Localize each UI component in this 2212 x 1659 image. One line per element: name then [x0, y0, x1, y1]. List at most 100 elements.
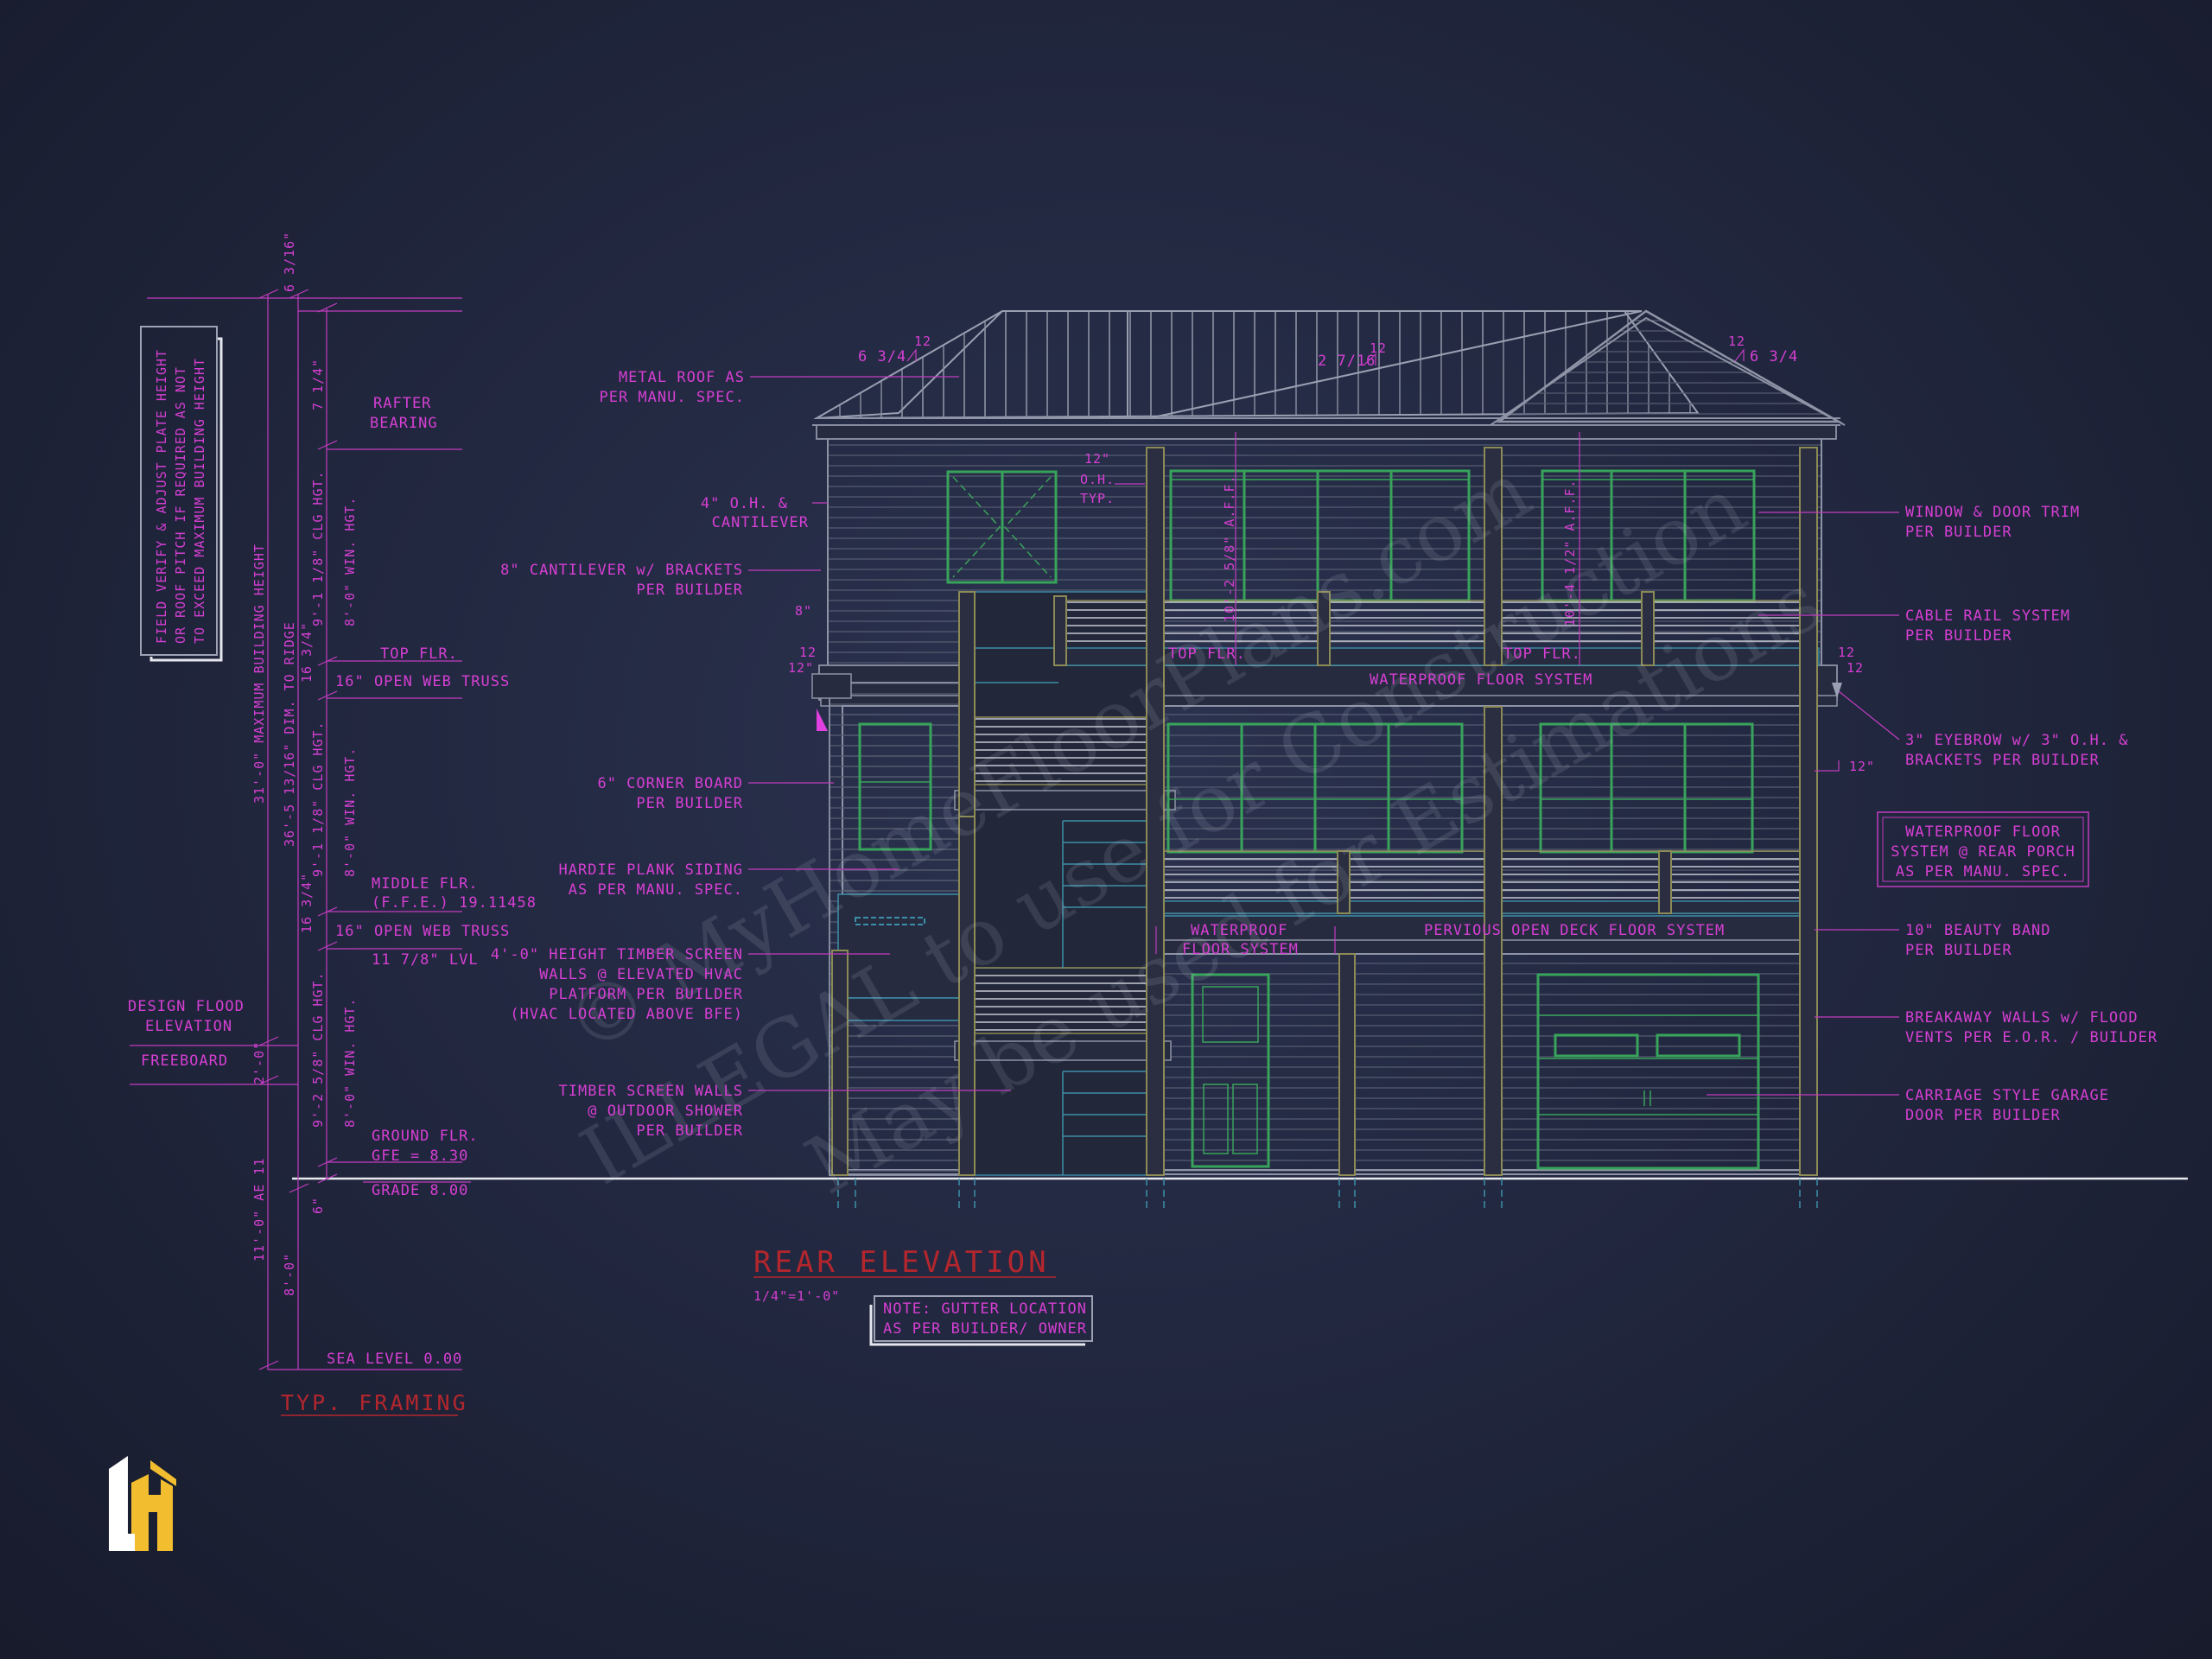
right-callouts: WINDOW & DOOR TRIM PER BUILDER CABLE RAI… [1877, 504, 2158, 1124]
pitch-marks: 6 3/4 12 2 7/16 12 6 3/4 12 12" O.H. TYP… [788, 334, 1874, 774]
label-left-labels-rafter-bearing-1: BEARING [370, 415, 438, 432]
label-left-labels-rafter-bearing-0: RAFTER [373, 395, 431, 412]
label-drawing-note-0: NOTE: GUTTER LOCATION [883, 1300, 1087, 1318]
label-callouts-right-waterproof-box-2: AS PER MANU. SPEC. [1896, 863, 2070, 880]
label-dimensions-pitch-mid: 2 7/16 [1318, 353, 1376, 370]
label-callouts-left-timber-walls-2: PER BUILDER [636, 1122, 743, 1140]
label-dimensions-lower-truss: 16 3/4" [299, 873, 315, 933]
label-callouts-right-window-trim-1: PER BUILDER [1905, 524, 2012, 541]
label-inline-labels-pervious: PERVIOUS OPEN DECK FLOOR SYSTEM [1424, 922, 1725, 939]
label-dimensions-oh-top-0: 12" [1084, 451, 1110, 467]
label-drawing-framing-title: TYP. FRAMING [281, 1390, 468, 1415]
label-inline-labels-waterproof-lower-1: FLOOR SYSTEM [1182, 941, 1299, 958]
left-callouts: METAL ROOF AS PER MANU. SPEC. 4" O.H. & … [491, 369, 809, 1140]
label-dimensions-upper-truss: 16 3/4" [299, 622, 315, 683]
label-left-labels-grade: GRADE 8.00 [372, 1182, 468, 1199]
dimension-text: 31'-0" MAXIMUM BUILDING HEIGHT 36'-5 13/… [251, 232, 358, 1296]
label-dimensions-oh-top-1: O.H. [1080, 472, 1115, 487]
label-callouts-left-corner-board-1: PER BUILDER [636, 795, 743, 812]
label-dimensions-base: 6" [310, 1197, 326, 1214]
label-callouts-left-timber-walls-1: @ OUTDOOR SHOWER [588, 1103, 743, 1120]
label-callouts-right-garage-door-1: DOOR PER BUILDER [1905, 1107, 2061, 1124]
label-dimensions-ae: 11'-0" AE 11 [251, 1158, 267, 1262]
label-dimensions-overall: 31'-0" MAXIMUM BUILDING HEIGHT [251, 543, 267, 804]
drawing-scale: 1/4"=1'-0" [753, 1288, 840, 1304]
label-callouts-right-cable-rail-0: CABLE RAIL SYSTEM [1905, 607, 2070, 625]
label-inline-labels-top-flr-a: TOP FLR. [1168, 645, 1246, 663]
label-callouts-left-metal-roof-1: PER MANU. SPEC. [599, 389, 745, 406]
label-dimensions-pitch-unit: 12 [1370, 340, 1387, 356]
label-dimensions-pitch-right: 6 3/4 [1750, 348, 1798, 365]
label-dimensions-lower-pitch: 12 [799, 645, 817, 660]
inline-labels: TOP FLR. TOP FLR. WATERPROOF FLOOR SYSTE… [1155, 645, 1725, 958]
label-callouts-left-timber-screen-2: PLATFORM PER BUILDER [549, 986, 743, 1003]
brand-logo [109, 1456, 176, 1551]
right-leaders [1707, 512, 1900, 1096]
label-dimensions-to-ridge: 36'-5 13/16" DIM. TO RIDGE [282, 621, 297, 847]
garage-door [1536, 973, 1760, 1170]
label-callouts-right-waterproof-box-0: WATERPROOF FLOOR [1905, 823, 2061, 841]
piles [837, 1179, 1818, 1210]
level-labels: RAFTER BEARING TOP FLR. 16" OPEN WEB TRU… [128, 395, 537, 1416]
label-left-labels-truss-lower: 16" OPEN WEB TRUSS [335, 923, 510, 940]
label-dimensions-ground-clg: 9'-2 5/8" CLG HGT. [310, 971, 326, 1128]
label-left-labels-design-flood-1: ELEVATION [145, 1018, 232, 1035]
label-dimensions-upper-clg: 9'-1 1/8" CLG HGT. [310, 470, 326, 626]
label-dimensions-below-grade: 8'-0" [282, 1253, 297, 1296]
label-left-labels-middle-flr-1: (F.F.E.) 19.11458 [372, 894, 537, 912]
label-callouts-right-eyebrow-1: BRACKETS PER BUILDER [1905, 752, 2100, 769]
label-callouts-left-timber-screen-0: 4'-0" HEIGHT TIMBER SCREEN [491, 946, 743, 963]
label-drawing-note-1: AS PER BUILDER/ OWNER [883, 1320, 1087, 1338]
label-dimensions-pitch-unit: 12 [914, 334, 931, 349]
label-left-labels-design-flood-0: DESIGN FLOOD [128, 998, 245, 1015]
label-callouts-right-beauty-band-1: PER BUILDER [1905, 942, 2012, 959]
label-left-labels-ground-flr-0: GROUND FLR. [372, 1128, 479, 1145]
label-callouts-left-cantilever-brackets-1: PER BUILDER [636, 582, 743, 599]
label-inline-labels-top-flr-b: TOP FLR. [1503, 645, 1581, 663]
label-callouts-left-oh-cantilever-0: 4" O.H. & [701, 495, 788, 512]
label-callouts-left-timber-walls-0: TIMBER SCREEN WALLS [559, 1083, 743, 1100]
label-callouts-right-waterproof-box-1: SYSTEM @ REAR PORCH [1891, 843, 2075, 861]
label-callouts-left-metal-roof-0: METAL ROOF AS [619, 369, 745, 386]
field-verify-note: FIELD VERIFY & ADJUST PLATE HEIGHT OR RO… [140, 326, 223, 662]
label-left-labels-lvl: 11 7/8" LVL [372, 951, 479, 969]
label-dimensions-head-upper-right: 10'-4 1/2" A.F.F. [1562, 479, 1578, 626]
label-callouts-left-hardie-1: AS PER MANU. SPEC. [569, 881, 743, 899]
label-left-labels-freeboard: FREEBOARD [141, 1052, 228, 1070]
label-callouts-left-corner-board-0: 6" CORNER BOARD [597, 775, 743, 792]
label-dimensions-top-gap: 6 3/16" [282, 232, 297, 292]
label-dimensions-cant-12: 12" [788, 660, 814, 676]
window [858, 722, 932, 851]
entry-door [1191, 973, 1270, 1168]
label-callouts-right-breakaway-1: VENTS PER E.O.R. / BUILDER [1905, 1029, 2158, 1046]
label-left-labels-ground-flr-1: GFE = 8.30 [372, 1147, 468, 1165]
label-dimensions-middle-clg: 9'-1 1/8" CLG HGT. [310, 721, 326, 877]
label-inline-labels-waterproof-upper: WATERPROOF FLOOR SYSTEM [1370, 671, 1592, 689]
label-callouts-right-eyebrow-0: 3" EYEBROW w/ 3" O.H. & [1905, 732, 2128, 749]
label-dimensions-oh-top-2: TYP. [1080, 491, 1115, 506]
label-dimensions-cant-8: 8" [795, 603, 812, 619]
label-callouts-left-oh-cantilever-1: CANTILEVER [712, 514, 809, 531]
label-callouts-right-cable-rail-1: PER BUILDER [1905, 627, 2012, 645]
label-left-labels-truss-upper: 16" OPEN WEB TRUSS [335, 673, 510, 690]
label-dimensions-freeboard-dim: 2'-0" [251, 1041, 267, 1084]
deck-posts [831, 447, 1818, 1176]
openings [858, 469, 1760, 1170]
label-dimensions-rafter: 7 1/4" [310, 359, 326, 410]
label-callouts-right-breakaway-0: BREAKAWAY WALLS w/ FLOOD [1905, 1009, 2139, 1027]
label-dimensions-head-upper: 10'-2 5/8" A.F.F. [1222, 474, 1237, 622]
label-left-labels-middle-flr-0: MIDDLE FLR. [372, 875, 479, 893]
label-left-labels-top-flr: TOP FLR. [380, 645, 458, 663]
label-drawing-field-verify-note-1: OR ROOF PITCH IF REQUIRED AS NOT [173, 366, 188, 644]
left-leaders [748, 376, 1011, 1091]
label-callouts-right-window-trim-0: WINDOW & DOOR TRIM [1905, 504, 2080, 521]
label-callouts-right-beauty-band-0: 10" BEAUTY BAND [1905, 922, 2051, 939]
label-callouts-left-hardie-0: HARDIE PLANK SIDING [559, 861, 743, 879]
label-drawing-field-verify-note-2: TO EXCEED MAXIMUM BUILDING HEIGHT [192, 358, 207, 644]
drawing-title-block: REAR ELEVATION 1/4"=1'-0" NOTE: GUTTER L… [753, 1245, 1093, 1346]
dimension-strings [130, 289, 471, 1370]
label-drawing-field-verify-note-0: FIELD VERIFY & ADJUST PLATE HEIGHT [154, 349, 169, 644]
stair-treads [968, 647, 1149, 1175]
